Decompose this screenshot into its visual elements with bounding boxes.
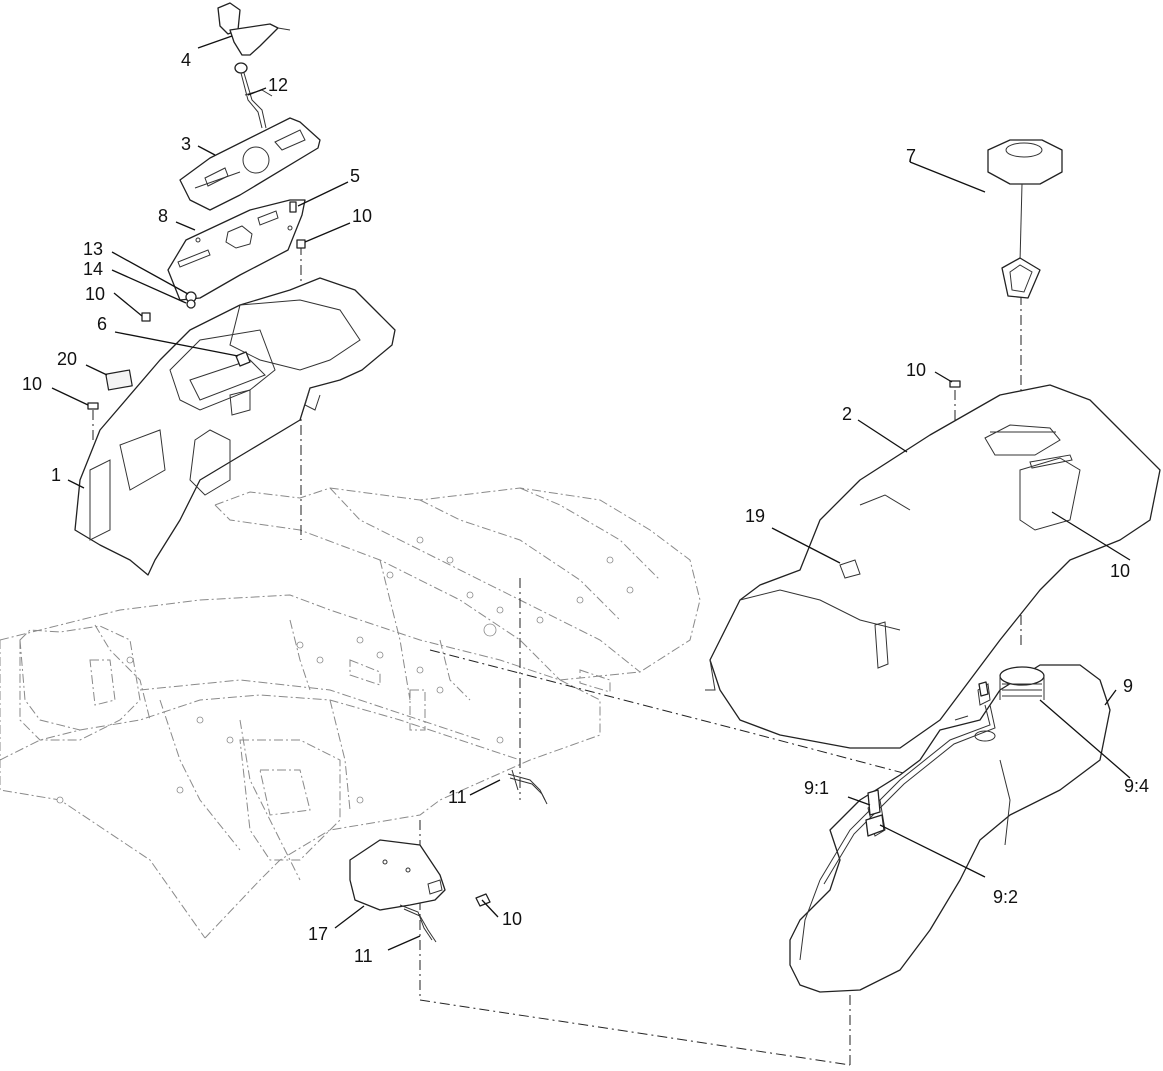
callout-9-1: 9:1 xyxy=(804,778,829,798)
callout-12: 12 xyxy=(268,75,288,95)
callout-17: 17 xyxy=(308,924,328,944)
callout-11: 11 xyxy=(354,946,373,966)
callout-13: 13 xyxy=(83,239,103,259)
callout-3: 3 xyxy=(181,134,191,154)
callout-10: 10 xyxy=(906,360,926,380)
fuel-fittings xyxy=(865,681,989,837)
callout-9-4: 9:4 xyxy=(1124,776,1149,796)
callout-10: 10 xyxy=(502,909,522,929)
mounting-plate xyxy=(167,199,306,301)
fasteners xyxy=(87,201,1053,907)
callout-11: 11 xyxy=(448,787,467,807)
callout-10: 10 xyxy=(352,206,372,226)
phantom-frame xyxy=(0,487,701,939)
shift-lever xyxy=(234,62,273,129)
fuel-cap xyxy=(987,139,1063,299)
callout-labels: 4 12 3 5 8 10 13 14 10 6 20 10 1 7 10 2 … xyxy=(22,50,1149,966)
callout-10: 10 xyxy=(85,284,105,304)
callout-2: 2 xyxy=(842,404,852,424)
shift-knob xyxy=(217,2,291,56)
callout-20: 20 xyxy=(57,349,77,369)
callout-8: 8 xyxy=(158,206,168,226)
retaining-rods xyxy=(399,769,548,943)
callout-5: 5 xyxy=(350,166,360,186)
control-plate xyxy=(179,117,321,211)
callout-10: 10 xyxy=(22,374,42,394)
callout-4: 4 xyxy=(181,50,191,70)
fuel-tank-bracket xyxy=(349,839,446,911)
callout-1: 1 xyxy=(51,465,61,485)
fuel-tank xyxy=(789,664,1111,993)
callout-9: 9 xyxy=(1123,676,1133,696)
callout-7: 7 xyxy=(906,146,916,166)
callout-14: 14 xyxy=(83,259,103,279)
callout-19: 19 xyxy=(745,506,765,526)
leader-lines xyxy=(51,35,1131,951)
callout-6: 6 xyxy=(97,314,107,334)
callout-10: 10 xyxy=(1110,561,1130,581)
callout-9-2: 9:2 xyxy=(993,887,1018,907)
frame-holes xyxy=(56,536,634,804)
console-shroud xyxy=(74,277,396,576)
fuel-tank-cover xyxy=(705,384,1161,749)
